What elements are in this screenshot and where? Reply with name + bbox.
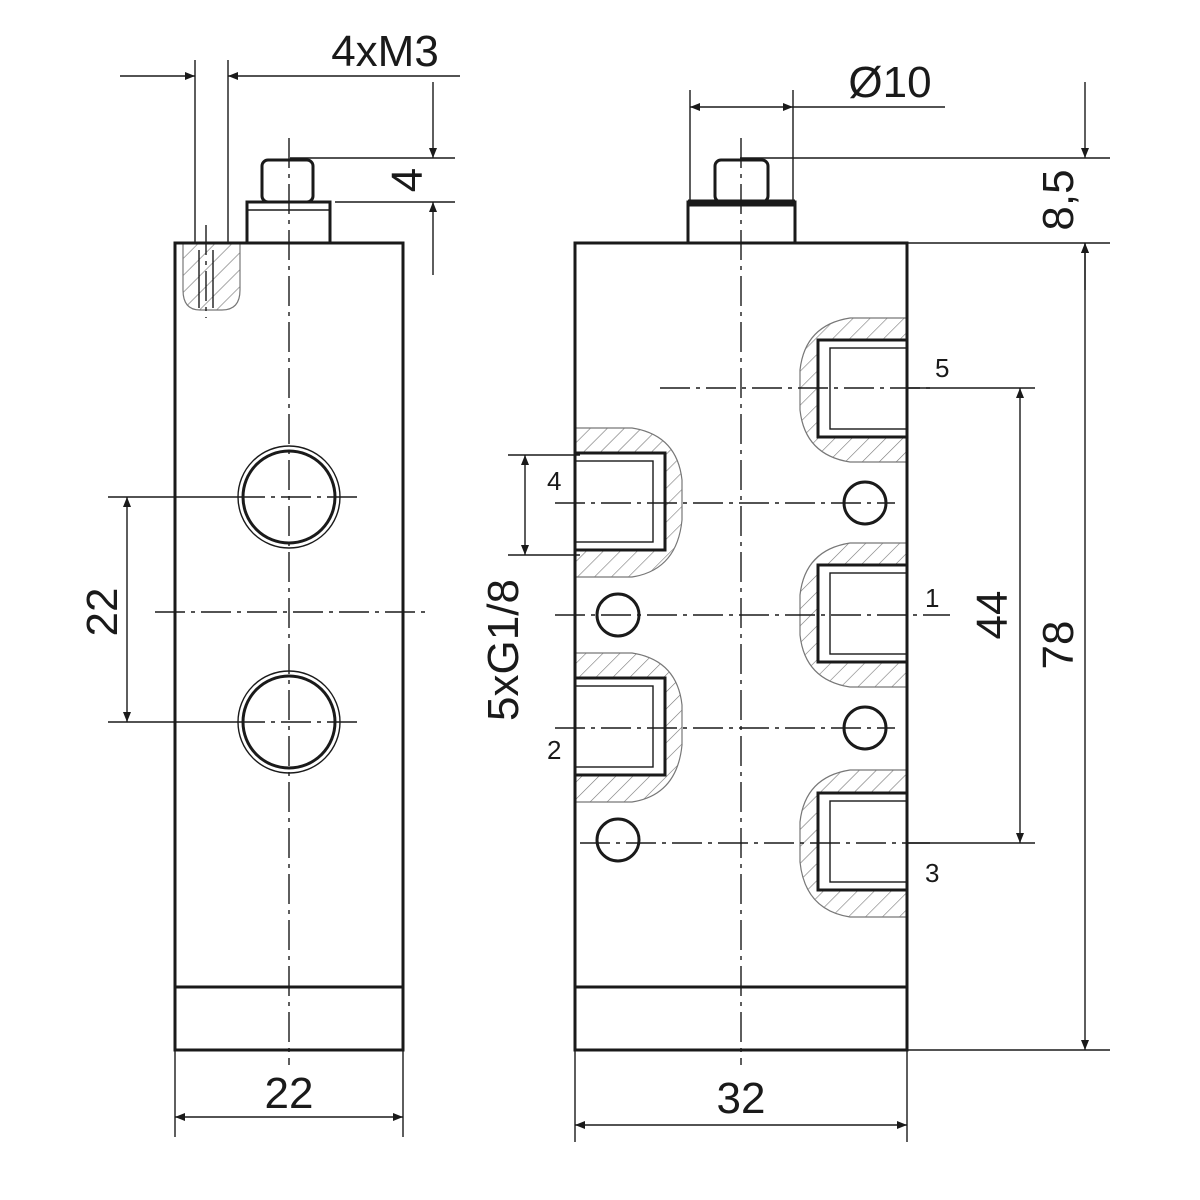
side-view: 4xM3 4 22 22 (78, 27, 460, 1137)
port-label-1: 1 (925, 583, 939, 613)
port-spacing-dim: 44 (968, 591, 1017, 640)
port-label-2: 2 (547, 735, 561, 765)
pin-diameter-dim: Ø10 (848, 58, 931, 107)
height-dim: 78 (1034, 621, 1083, 670)
threaded-hole-section (182, 242, 241, 311)
port-label-4: 4 (547, 466, 561, 496)
side-width-dim: 22 (265, 1069, 314, 1118)
mounting-hole (595, 817, 641, 863)
port-callout: 5xG1/8 (479, 579, 528, 721)
side-pin (260, 158, 315, 204)
thread-callout: 4xM3 (331, 27, 439, 76)
port-label-3: 3 (925, 858, 939, 888)
front-view: 5 4 1 2 3 Ø10 8,5 78 44 5xG1/8 32 (479, 58, 1110, 1142)
pin-height-dim: 8,5 (1034, 169, 1083, 230)
port-label-5: 5 (935, 353, 949, 383)
front-width-dim: 32 (717, 1074, 766, 1123)
pin-height-dim: 4 (383, 168, 432, 192)
hole-spacing-dim: 22 (78, 588, 127, 637)
